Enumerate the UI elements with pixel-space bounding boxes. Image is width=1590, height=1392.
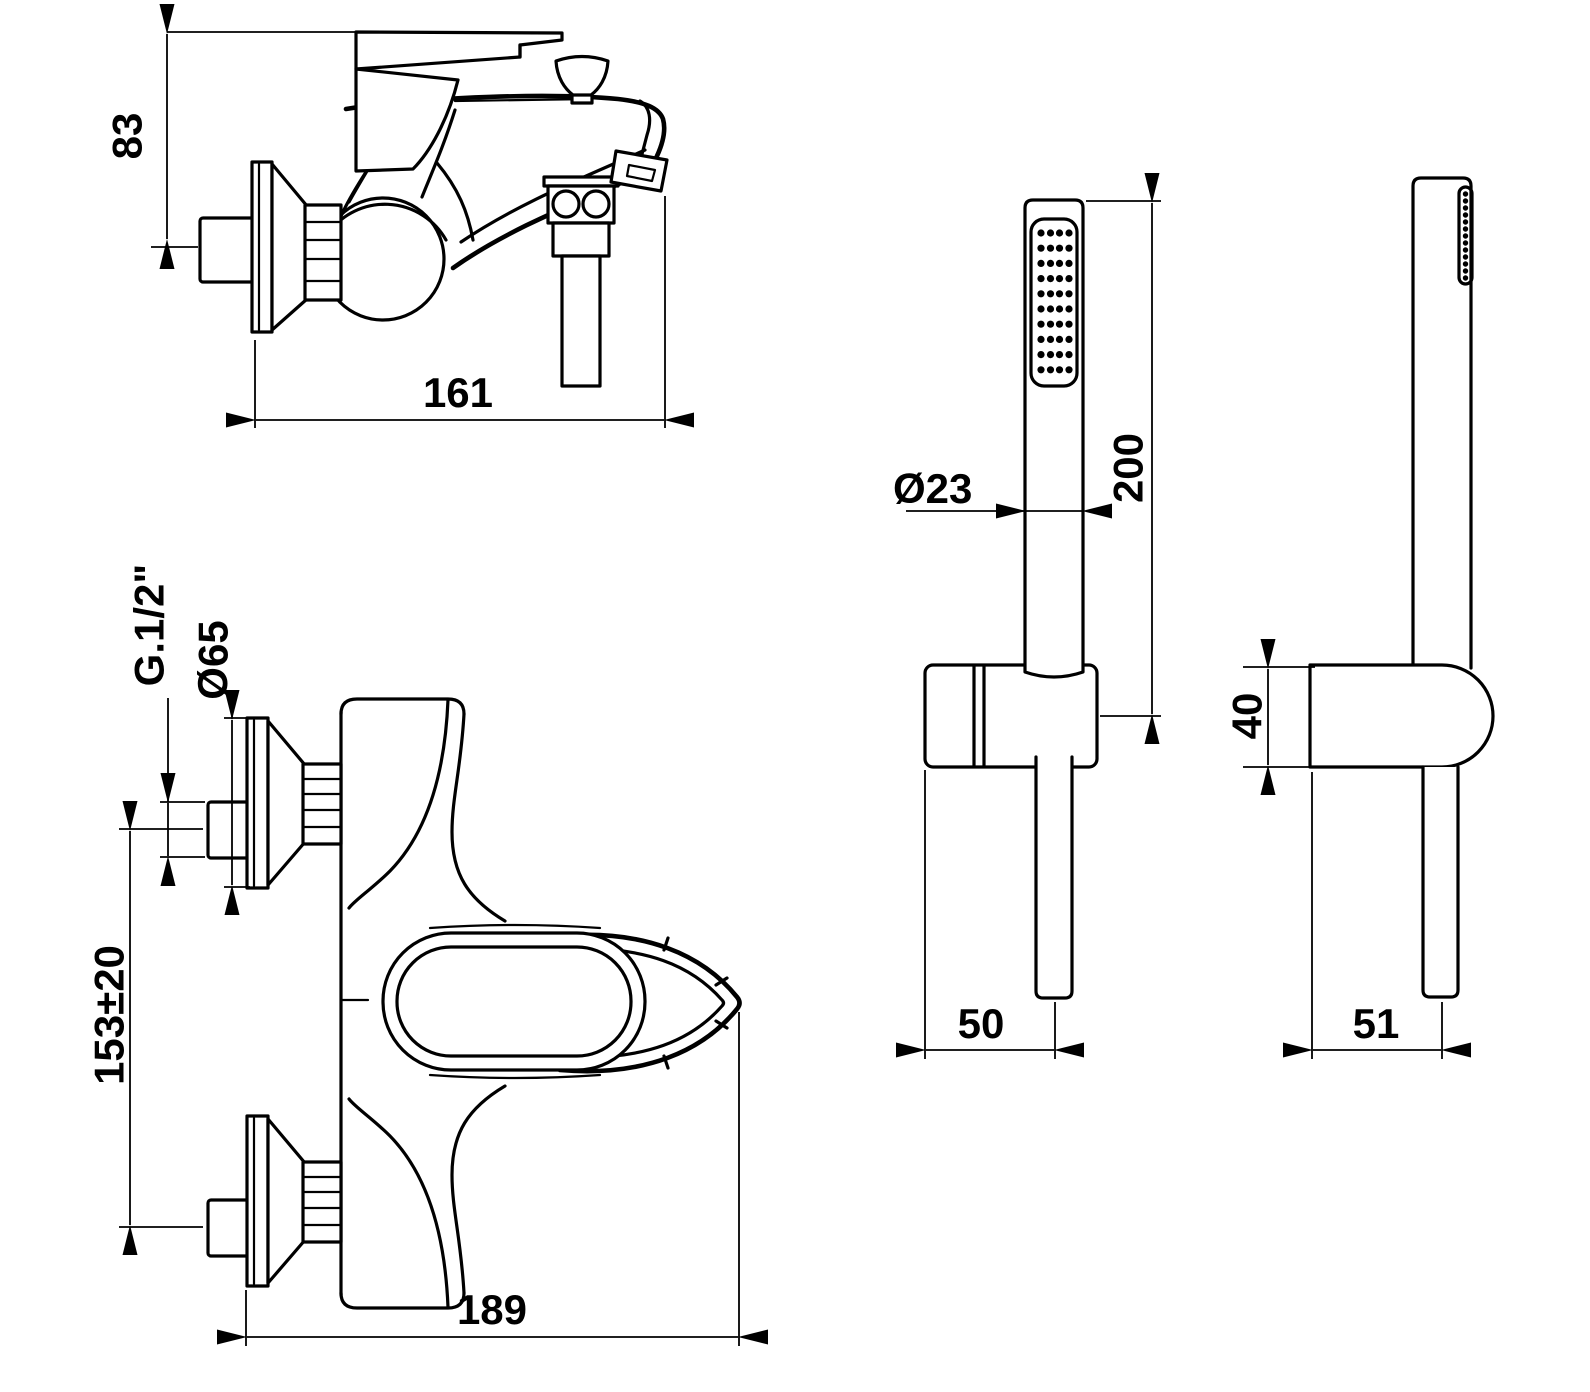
dimension-handle-diameter: Ø23 [893,465,1112,519]
mixer-body-outline [339,697,602,1310]
dim-label-length: 161 [423,369,493,416]
dim-label-bracket-depth: 51 [1353,1000,1400,1047]
dimension-40: 40 [1224,639,1315,795]
shower-front-view: 200 Ø23 50 [893,173,1161,1059]
handset-body-front [1023,198,1085,679]
lever-handle [354,30,564,173]
shower-hose-front [1034,755,1074,1000]
dimension-51: 51 [1283,772,1471,1059]
shower-hose-side [1421,765,1460,999]
dimension-83: 83 [104,3,358,269]
dimension-161: 161 [226,196,694,428]
lever-front [381,931,647,1072]
dimension-189: 189 [217,1012,768,1346]
dim-label-thread: G.1/2" [126,564,173,687]
dim-label-inlet-centers: 153±20 [86,945,133,1085]
spray-face-plate [1029,217,1079,388]
dim-label-handle-diameter: Ø23 [893,465,972,512]
shower-side-view: 40 51 [1224,176,1495,1059]
spray-nozzle-dots [1037,229,1073,374]
dim-label-width: 189 [457,1286,527,1333]
dim-label-handset-length: 200 [1105,433,1152,503]
handset-body-side [1411,176,1473,670]
wall-mount-flange [198,160,343,334]
mixer-side-view: 83 161 [104,3,694,428]
dim-label-bracket-width: 50 [958,1000,1005,1047]
dimension-200: 200 [1086,173,1161,744]
spout-aerator [609,149,669,193]
spray-face-edge [1457,185,1474,286]
hose-connection [542,175,620,388]
dim-label-flange-diameter: Ø65 [190,620,237,699]
top-inlet-flange [206,716,343,890]
dimension-flange-diameter: Ø65 [190,620,250,915]
dimension-thread: G.1/2" [126,564,205,886]
dimension-50: 50 [896,770,1084,1059]
spray-dots-side [1462,191,1469,281]
dimension-inlet-centers: 153±20 [86,801,203,1255]
spout-point [557,932,742,1074]
bottom-inlet-flange [206,1114,343,1288]
dim-label-height: 83 [104,113,151,160]
wall-bracket-side [1308,663,1495,769]
dim-label-bracket-height: 40 [1224,693,1271,740]
wall-bracket-front [923,663,1099,769]
mixer-front-view: Ø65 G.1/2" 153±20 189 [86,564,768,1346]
diverter-knob [554,54,610,105]
